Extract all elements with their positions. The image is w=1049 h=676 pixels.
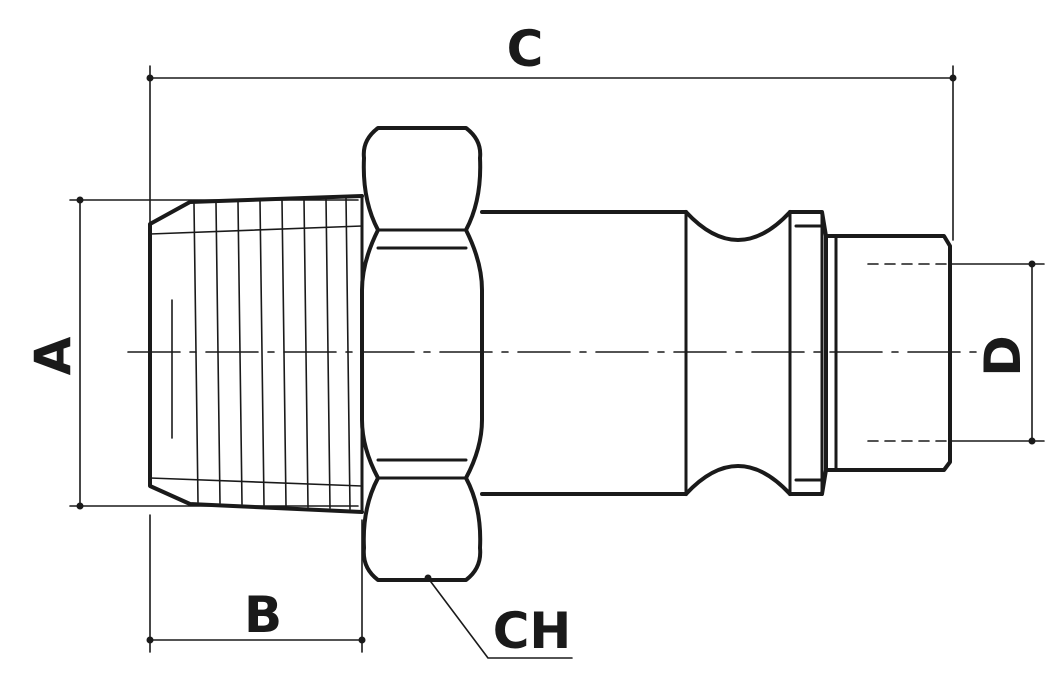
- dimension-a-label: A: [24, 336, 82, 375]
- dimension-b-label: B: [244, 586, 282, 644]
- dimension-ch: CH: [424, 574, 573, 660]
- dimension-ch-label: CH: [493, 602, 572, 660]
- dimension-c: C: [146, 20, 957, 241]
- dimension-d-label: D: [974, 335, 1032, 377]
- hex-nut: [360, 126, 484, 582]
- coupling-nipple: [824, 234, 952, 472]
- coupling-collar: [788, 210, 838, 496]
- threaded-end: [148, 194, 364, 514]
- coupling-body: [480, 210, 792, 496]
- dimension-d: D: [949, 260, 1045, 445]
- dimension-c-label: C: [507, 20, 544, 78]
- dimension-b: B: [146, 514, 366, 653]
